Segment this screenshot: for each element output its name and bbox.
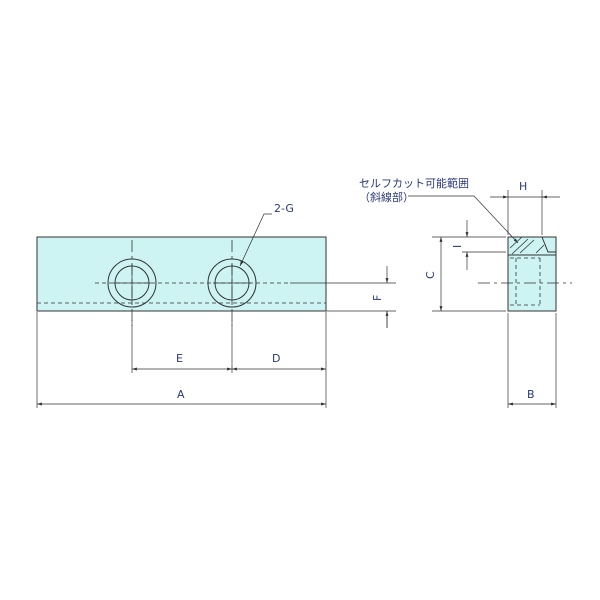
label-2g: 2-G: [274, 202, 294, 215]
leader-2g: 2-G: [239, 202, 294, 267]
dimension-f: F: [290, 266, 396, 328]
front-view: [36, 236, 327, 326]
dimension-a: A: [36, 312, 326, 408]
dimension-e-d: E D: [131, 312, 327, 408]
label-f: F: [371, 295, 384, 301]
self-cut-note-line1: セルフカット可能範囲: [359, 176, 469, 190]
label-h: H: [519, 180, 527, 193]
label-d: D: [272, 352, 280, 365]
front-view-body: [36, 236, 327, 312]
label-e: E: [176, 352, 183, 365]
dimension-c: C: [424, 236, 506, 312]
label-a: A: [177, 388, 185, 401]
label-c: C: [424, 271, 437, 279]
side-view-body: [507, 236, 557, 312]
label-i: I: [451, 245, 464, 248]
side-view: [478, 236, 572, 312]
label-b: B: [527, 388, 535, 401]
dimension-b: B: [507, 313, 557, 408]
self-cut-note-line2: （斜線部）: [359, 190, 414, 204]
self-cut-note: セルフカット可能範囲 （斜線部）: [359, 176, 519, 244]
dimension-h: H: [490, 180, 560, 235]
dimension-i: I: [451, 220, 506, 270]
